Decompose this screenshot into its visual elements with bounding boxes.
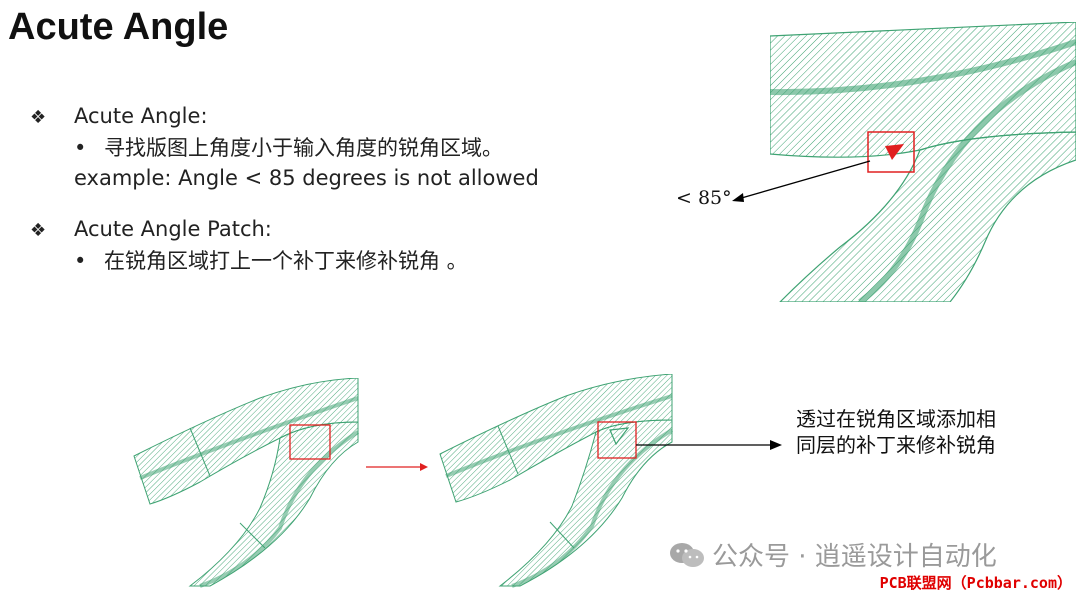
bullet-heading: Acute Angle Patch: — [74, 217, 272, 241]
watermark-text: 公众号 · 逍遥设计自动化 — [712, 542, 997, 572]
dot-bullet-icon: • — [74, 249, 87, 273]
bullet-acute-angle: ❖ Acute Angle: • 寻找版图上角度小于输入角度的锐角区域。 examp… — [30, 101, 539, 193]
before-patch-figure — [133, 378, 360, 588]
note-arrow — [636, 440, 782, 450]
wechat-icon — [670, 543, 704, 567]
patch-note: 透过在锐角区域添加相同层的补丁来修补锐角 — [796, 407, 996, 457]
bullet-acute-angle-patch: ❖ Acute Angle Patch: • 在锐角区域打上一个补丁来修补锐角 。 — [30, 214, 468, 276]
footer-brand: PCB联盟网（Pcbbar.com） — [879, 574, 1072, 592]
acute-angle-layout-figure — [770, 22, 1076, 302]
dot-bullet-icon: • — [74, 136, 87, 160]
diamond-bullet-icon: ❖ — [30, 107, 47, 128]
bullet-example: example: Angle < 85 degrees is not allow… — [74, 166, 539, 190]
after-patch-figure — [439, 374, 674, 588]
patch-triangle — [609, 427, 630, 446]
angle-arrow — [732, 160, 871, 202]
bullet-subtext: 在锐角区域打上一个补丁来修补锐角 。 — [104, 249, 468, 273]
diamond-bullet-icon: ❖ — [30, 220, 47, 241]
highlight-box — [289, 424, 331, 460]
page-title: Acute Angle — [8, 6, 229, 48]
acute-triangle-marker — [885, 144, 904, 160]
bullet-subtext: 寻找版图上角度小于输入角度的锐角区域。 — [104, 136, 503, 160]
highlight-box — [597, 421, 637, 459]
highlight-box — [867, 131, 915, 173]
transform-arrow — [366, 463, 428, 471]
angle-label: < 85° — [676, 187, 732, 209]
bullet-heading: Acute Angle: — [74, 104, 208, 128]
